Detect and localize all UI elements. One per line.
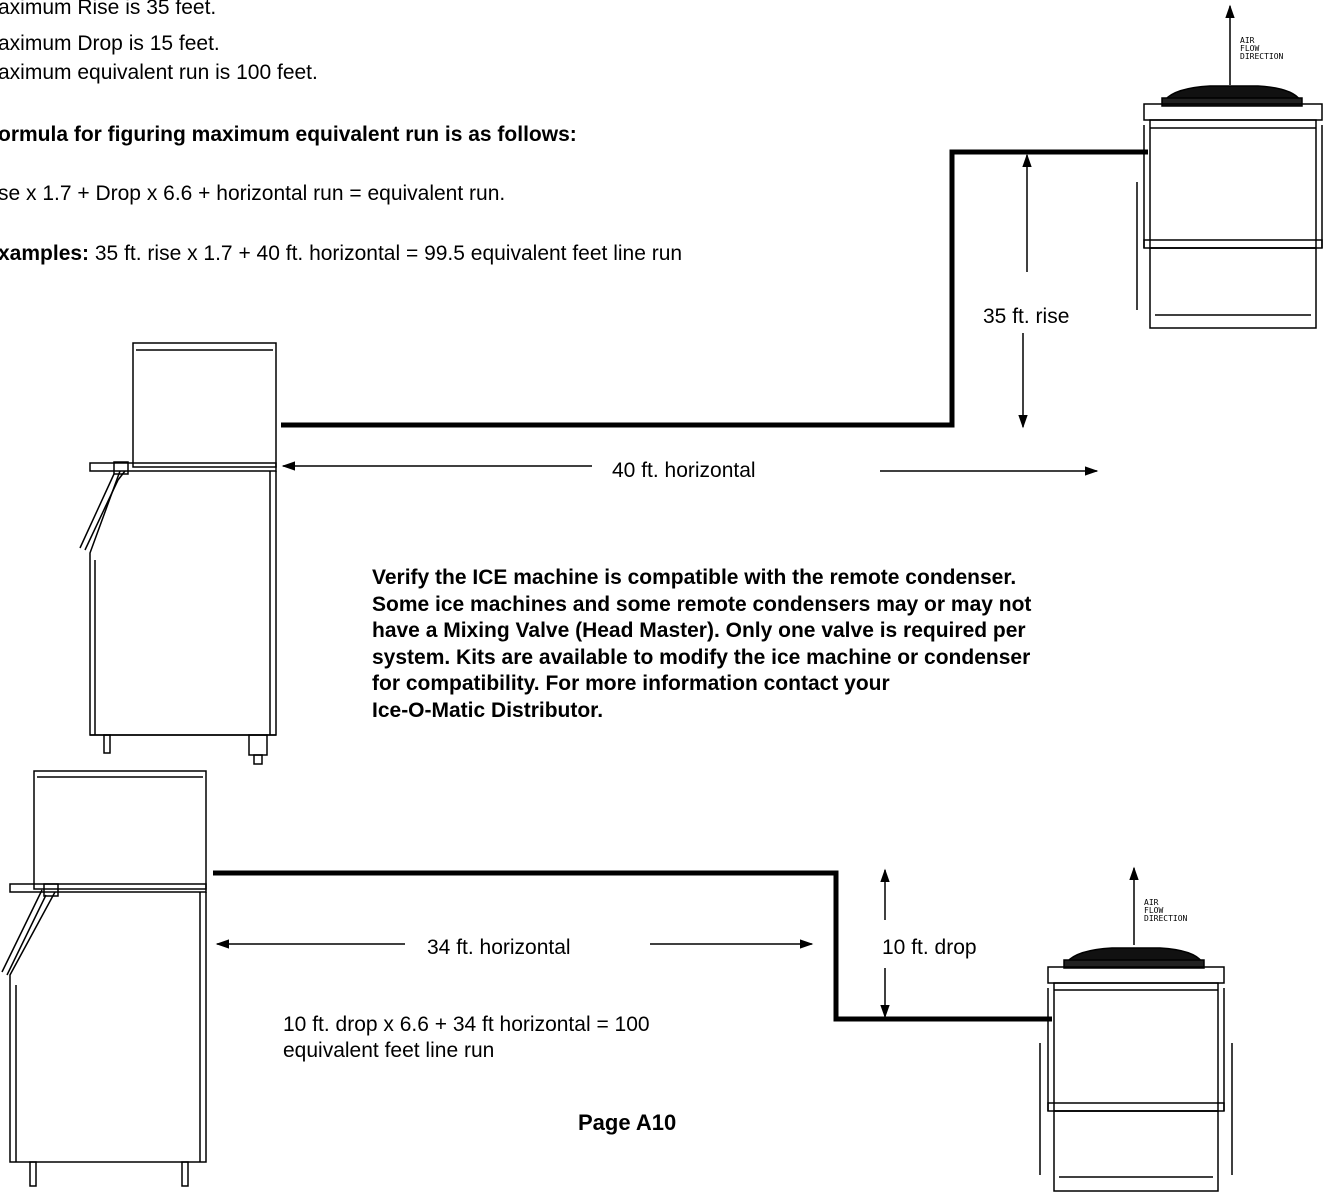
- drop-example-line2: equivalent feet line run: [283, 1039, 495, 1062]
- horizontal-40-label: 40 ft. horizontal: [612, 459, 756, 482]
- bottom-ice-machine-bin: [9, 891, 207, 1163]
- top-condenser-base: [1149, 247, 1317, 329]
- top-ice-machine-bin-lip: [89, 462, 277, 472]
- top-ice-machine: [79, 342, 277, 765]
- max-equivalent-run-text: aximum equivalent run is 100 feet.: [0, 61, 318, 84]
- note-line: have a Mixing Valve (Head Master). Only …: [372, 619, 1026, 642]
- drop-example-line1: 10 ft. drop x 6.6 + 34 ft horizontal = 1…: [283, 1013, 650, 1036]
- top-condenser-body: [1149, 119, 1317, 249]
- bottom-condenser-base: [1053, 1110, 1219, 1192]
- bottom-ice-machine-bin-lip: [9, 883, 207, 893]
- note-line: Ice-O-Matic Distributor.: [372, 698, 604, 722]
- bottom-airflow-label: AIR FLOW DIRECTION: [1144, 899, 1187, 923]
- examples-text: 35 ft. rise x 1.7 + 40 ft. horizontal = …: [89, 242, 683, 265]
- max-drop-text: aximum Drop is 15 feet.: [0, 32, 220, 55]
- airflow-label-line: FLOW: [1144, 906, 1164, 915]
- page-number: Page A10: [578, 1110, 677, 1135]
- note-line: for compatibility. For more information …: [372, 672, 890, 695]
- drop-label: 10 ft. drop: [882, 936, 977, 959]
- note-line: system. Kits are available to modify the…: [372, 645, 1031, 669]
- airflow-label-line: DIRECTION: [1240, 52, 1284, 61]
- horizontal-34-label: 34 ft. horizontal: [427, 936, 571, 959]
- examples-line: xamples: 35 ft. rise x 1.7 + 40 ft. hori…: [0, 242, 682, 266]
- top-ice-machine-bin: [89, 470, 277, 736]
- top-line-set: [281, 149, 1148, 428]
- formula-heading: ormula for figuring maximum equivalent r…: [0, 123, 577, 146]
- examples-label: xamples:: [0, 242, 90, 265]
- compatibility-note: Verify the ICE machine is compatible wit…: [372, 565, 1232, 724]
- note-line: Verify the ICE machine is compatible wit…: [372, 566, 1017, 589]
- note-line: Some ice machines and some remote conden…: [372, 592, 1032, 616]
- bottom-ice-machine-head: [33, 770, 207, 890]
- airflow-label-line: AIR: [1144, 898, 1159, 907]
- max-rise-text: aximum Rise is 35 feet.: [0, 0, 217, 19]
- airflow-label-line: DIRECTION: [1144, 914, 1188, 923]
- rise-label: 35 ft. rise: [983, 305, 1070, 328]
- bottom-condenser: [1039, 866, 1233, 1192]
- top-ice-machine-head: [132, 342, 277, 468]
- top-condenser: [1136, 4, 1323, 329]
- airflow-label-line: FLOW: [1240, 44, 1260, 53]
- bottom-ice-machine: [1, 770, 207, 1187]
- airflow-label-line: AIR: [1240, 36, 1255, 45]
- bottom-line-set: [213, 870, 1052, 1022]
- top-airflow-label: AIR FLOW DIRECTION: [1240, 37, 1283, 61]
- formula-text: se x 1.7 + Drop x 6.6 + horizontal run =…: [0, 182, 506, 205]
- bottom-condenser-body: [1053, 982, 1219, 1112]
